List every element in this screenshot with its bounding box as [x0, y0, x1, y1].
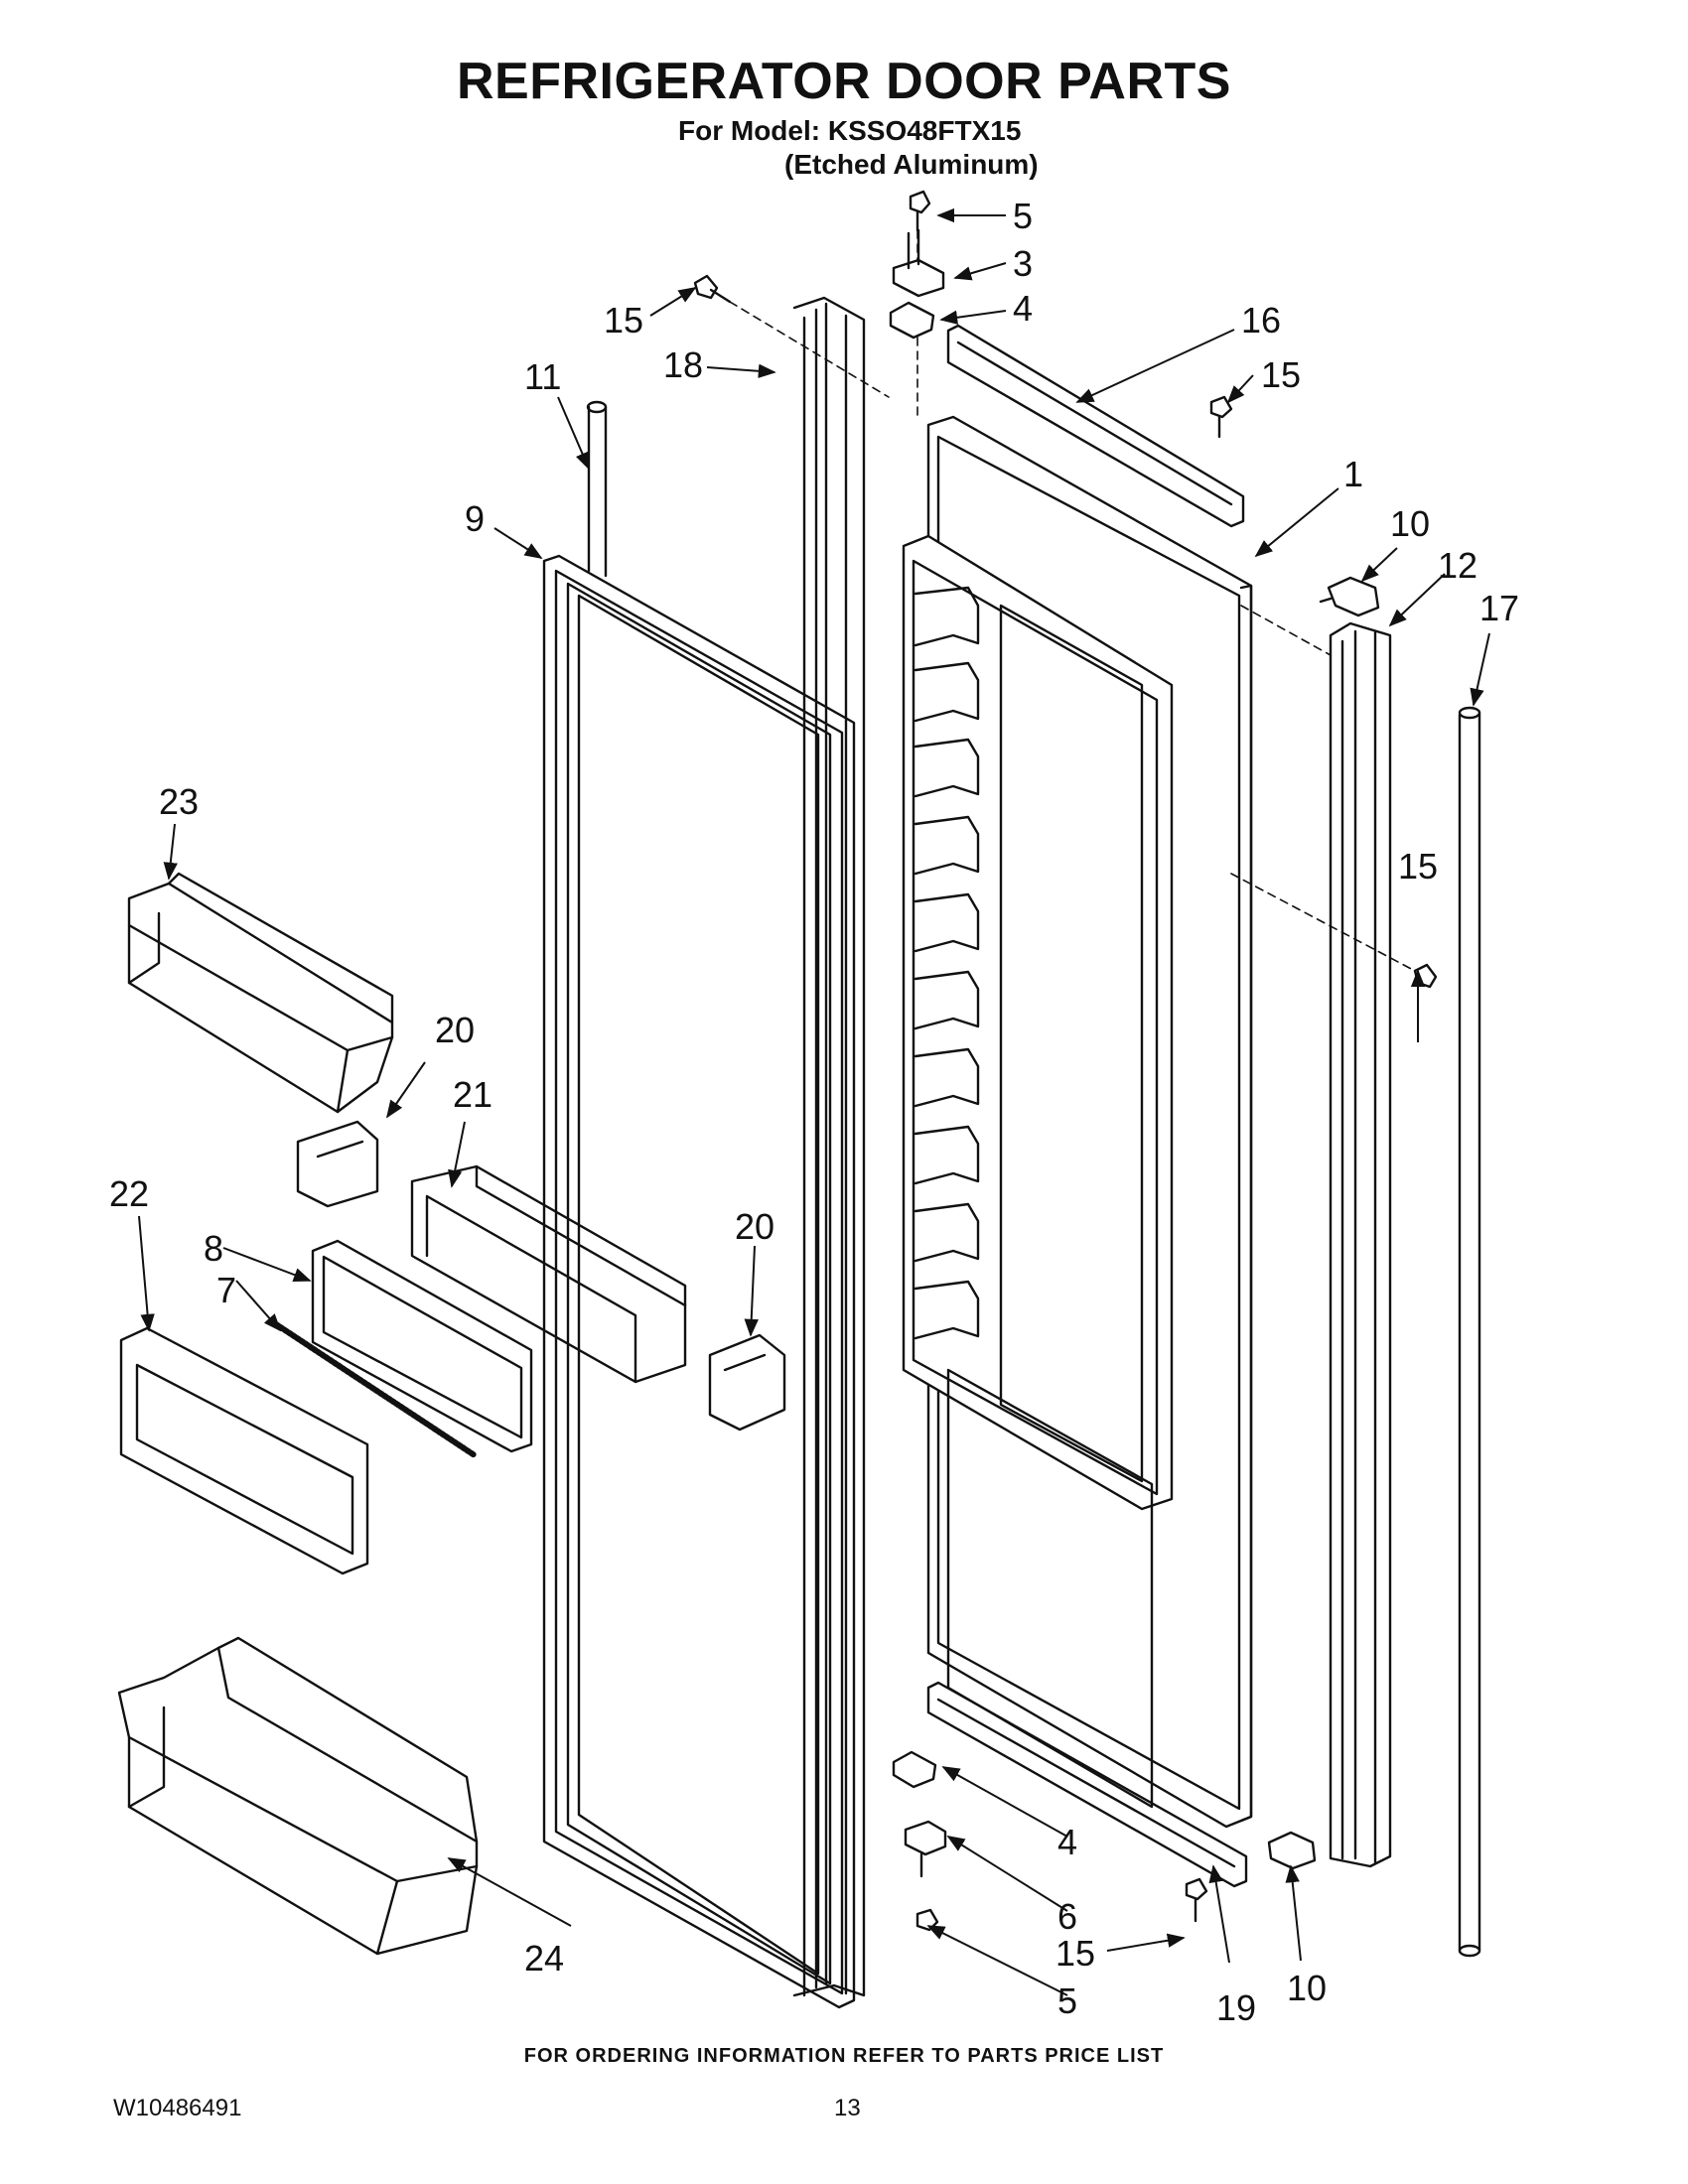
- callout-15-d: 15: [1055, 1933, 1095, 1974]
- page-number: 13: [834, 2095, 861, 2121]
- top-hinge-part-3: [892, 228, 945, 298]
- hinge-pin-part-7: [273, 1321, 478, 1458]
- dairy-compartment-part-21: [410, 1164, 687, 1384]
- door-bin-part-24: [117, 1636, 479, 1956]
- callout-numbers: 1 3 4 4 5 5 6 7 8 9 10 10 11 12 15 15 15…: [109, 196, 1519, 2028]
- bottom-shim-part-4: [892, 1750, 937, 1789]
- callout-9: 9: [465, 498, 485, 539]
- model-line: For Model: KSSO48FTX15: [678, 115, 1022, 146]
- callout-22: 22: [109, 1173, 149, 1214]
- screw-part-15-d: [1185, 1877, 1208, 1923]
- dairy-gasket-part-8: [311, 1239, 533, 1453]
- callout-6: 6: [1057, 1896, 1077, 1937]
- callout-16: 16: [1241, 300, 1281, 341]
- bottom-hinge-part-6: [904, 1820, 947, 1878]
- side-trim-part-18: [792, 296, 866, 1997]
- callout-3: 3: [1013, 243, 1033, 284]
- handle-cap-part-10-bottom: [1267, 1831, 1317, 1870]
- door-handle-part-12: [1329, 621, 1392, 1868]
- door-liner-part-1: [902, 415, 1253, 1829]
- callout-7: 7: [216, 1270, 236, 1310]
- screw-part-15-b: [1209, 395, 1233, 439]
- finish-line: (Etched Aluminum): [784, 149, 1039, 180]
- handle-rod-part-11: [586, 400, 608, 578]
- callout-15-c: 15: [1398, 846, 1438, 887]
- callout-20-right: 20: [735, 1206, 774, 1247]
- shelf-end-part-20-right: [708, 1333, 786, 1432]
- callout-4-top: 4: [1013, 288, 1033, 329]
- callout-4-bottom: 4: [1057, 1822, 1077, 1862]
- bottom-screw-part-5: [915, 1908, 939, 1932]
- callout-24: 24: [524, 1938, 564, 1979]
- bottom-channel-part-19: [926, 1681, 1248, 1888]
- callout-15-a: 15: [604, 300, 643, 341]
- callout-1: 1: [1343, 454, 1363, 494]
- callout-23: 23: [159, 781, 199, 822]
- callout-11: 11: [524, 356, 561, 397]
- callout-5-bottom: 5: [1057, 1980, 1077, 2021]
- screw-part-15-a: [693, 274, 732, 304]
- callout-10-bottom: 10: [1287, 1968, 1327, 2008]
- callout-18: 18: [663, 344, 703, 385]
- hinge-shim-part-4: [889, 301, 935, 340]
- callout-20-left: 20: [435, 1010, 475, 1050]
- callout-8: 8: [204, 1228, 223, 1269]
- door-bin-part-23: [127, 872, 394, 1114]
- ordering-note: FOR ORDERING INFORMATION REFER TO PARTS …: [523, 2045, 1165, 2067]
- handle-trim-part-17: [1458, 706, 1481, 1958]
- door-gasket-part-9: [542, 554, 856, 2009]
- callout-21: 21: [453, 1074, 492, 1115]
- callout-5-top: 5: [1013, 196, 1033, 236]
- callout-10-top: 10: [1390, 503, 1430, 544]
- callout-17: 17: [1479, 588, 1519, 628]
- leader-arrows: [138, 207, 1490, 1996]
- door-shelf-supports: [914, 586, 980, 1340]
- top-channel-part-16: [946, 324, 1245, 528]
- document-number: W10486491: [113, 2095, 242, 2121]
- hinge-screw-part-5: [909, 190, 931, 232]
- shelf-end-part-20-left: [296, 1120, 379, 1208]
- callout-19: 19: [1216, 1987, 1256, 2028]
- page-title: REFRIGERATOR DOOR PARTS: [457, 53, 1231, 110]
- handle-cap-part-10-top: [1319, 576, 1380, 617]
- callout-12: 12: [1438, 545, 1477, 586]
- callout-15-b: 15: [1261, 354, 1301, 395]
- dairy-door-part-22: [119, 1326, 369, 1575]
